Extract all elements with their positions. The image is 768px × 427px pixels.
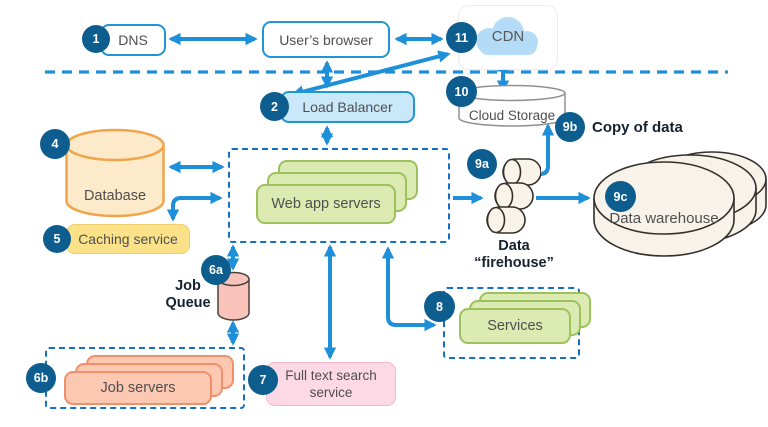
- users-browser-node: User’s browser: [262, 21, 390, 58]
- load-balancer-node: Load Balancer: [280, 91, 415, 123]
- job-servers-node: Job servers: [64, 355, 236, 407]
- cloud-storage-label: Cloud Storage: [468, 108, 556, 123]
- web-app-servers-label: Web app servers: [271, 196, 381, 212]
- badge-full-text-search: 7: [248, 365, 278, 395]
- arrow-webapp-services: [381, 246, 437, 332]
- data-firehose-label: Data “firehouse”: [462, 238, 566, 272]
- full-text-search-node: Full text search service: [266, 362, 396, 406]
- cloud-icon: [476, 16, 538, 55]
- arrow-webapp-caching: [166, 191, 223, 222]
- load-balancer-label: Load Balancer: [302, 99, 393, 115]
- data-warehouse-node: [592, 146, 767, 261]
- badge-database: 4: [40, 129, 70, 159]
- badge-load-balancer: 2: [260, 92, 289, 121]
- full-text-search-label: Full text search service: [285, 368, 377, 400]
- database-node: Database: [65, 128, 165, 218]
- badge-dns: 1: [82, 25, 110, 53]
- cylinder-icon: [65, 128, 165, 218]
- badge-copy-of-data: 9b: [555, 112, 585, 142]
- service-front: Services: [459, 308, 571, 344]
- caching-service-label: Caching service: [78, 231, 178, 247]
- job-server-front: Job servers: [64, 371, 212, 405]
- data-firehose-label-line2: “firehouse”: [474, 255, 554, 271]
- data-warehouse-label: Data warehouse: [609, 210, 719, 227]
- web-app-servers-node: Web app servers: [256, 160, 420, 226]
- caching-service-node: Caching service: [66, 224, 190, 254]
- badge-job-servers: 6b: [26, 363, 56, 393]
- firehose-pipes-icon: [486, 158, 542, 234]
- copy-of-data-label: Copy of data: [592, 119, 683, 136]
- services-node: Services: [459, 292, 593, 346]
- web-app-server-front: Web app servers: [256, 184, 396, 224]
- database-label: Database: [83, 188, 147, 204]
- job-queue-label: Job Queue: [165, 278, 211, 311]
- cdn-label: CDN: [491, 28, 525, 45]
- badge-cdn: 11: [446, 22, 477, 53]
- badge-caching-service: 5: [43, 225, 71, 253]
- badge-cloud-storage: 10: [446, 76, 477, 107]
- web-app-servers-group-box: [228, 148, 450, 243]
- badge-data-warehouse: 9c: [605, 181, 636, 212]
- arrow-cdn-loadbalancer: [291, 50, 451, 98]
- badge-job-queue: 6a: [201, 255, 231, 285]
- dns-node: DNS: [100, 24, 166, 56]
- services-label: Services: [487, 318, 543, 334]
- data-firehose-label-line1: Data: [498, 238, 530, 254]
- job-servers-label: Job servers: [100, 380, 176, 396]
- warehouse-disks-icon: [593, 151, 767, 257]
- users-browser-label: User’s browser: [279, 31, 373, 48]
- dns-label: DNS: [118, 32, 148, 48]
- data-firehose-node: [483, 158, 542, 236]
- badge-data-firehose: 9a: [467, 149, 497, 179]
- badge-services: 8: [424, 291, 455, 322]
